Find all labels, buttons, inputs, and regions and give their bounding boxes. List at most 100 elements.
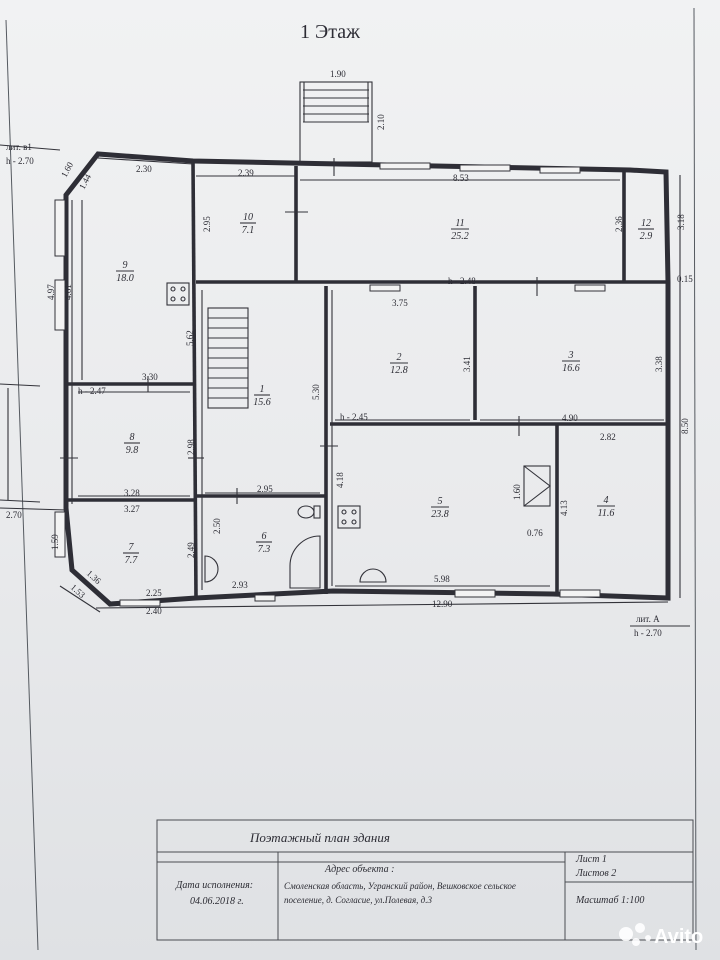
dim-5-30: 5.30 bbox=[311, 384, 321, 400]
dim-1-53: 1.53 bbox=[69, 582, 88, 600]
svg-text:6: 6 bbox=[262, 531, 267, 542]
dim-h-2-48: h - 2.48 bbox=[448, 276, 476, 286]
annotation-lit-a: лит. А bbox=[636, 614, 660, 624]
room-label-9: 9 18.0 bbox=[116, 260, 134, 284]
svg-text:1: 1 bbox=[260, 384, 265, 395]
dim-0-76: 0.76 bbox=[527, 528, 543, 538]
svg-text:4: 4 bbox=[604, 495, 609, 506]
room-label-8: 8 9.8 bbox=[124, 432, 140, 456]
dim-2-93: 2.93 bbox=[232, 580, 248, 590]
dim-porch-depth: 2.10 bbox=[376, 114, 386, 130]
dim-2-39: 2.39 bbox=[238, 168, 254, 178]
avito-watermark-text: Avito bbox=[654, 926, 703, 948]
dim-2-40: 2.40 bbox=[146, 606, 162, 616]
interior-staircase bbox=[207, 307, 249, 409]
dim-4-90: 4.90 bbox=[562, 413, 578, 423]
svg-text:7: 7 bbox=[129, 542, 135, 553]
address-label: Адрес объекта : bbox=[324, 864, 394, 875]
dim-3-75: 3.75 bbox=[392, 298, 408, 308]
dim-2-25: 2.25 bbox=[146, 588, 162, 598]
dim-h-2-47: h - 2.47 bbox=[78, 386, 106, 396]
completion-date: 04.06.2018 г. bbox=[190, 896, 244, 907]
dim-2-49: 2.49 bbox=[186, 542, 196, 558]
svg-text:8: 8 bbox=[130, 432, 135, 443]
sink-icon bbox=[204, 555, 387, 583]
dim-8-53: 8.53 bbox=[453, 173, 469, 183]
kitchen-stove-icon bbox=[337, 505, 361, 529]
dim-1-60: 1.60 bbox=[59, 160, 75, 179]
dim-3-30: 3.30 bbox=[142, 372, 158, 382]
sheet-frame-right bbox=[693, 7, 697, 951]
dim-2-98: 2.98 bbox=[186, 439, 196, 455]
svg-text:3: 3 bbox=[568, 350, 574, 361]
dim-1-60b: 1.60 bbox=[512, 484, 522, 500]
sheet-number: Лист 1 bbox=[575, 854, 607, 865]
interior-walls bbox=[66, 160, 668, 599]
dim-4-18: 4.18 bbox=[335, 472, 345, 488]
dim-2-70: 2.70 bbox=[6, 510, 22, 520]
dim-5-98: 5.98 bbox=[434, 574, 450, 584]
room-label-1: 1 15.6 bbox=[253, 384, 271, 408]
stove-icon bbox=[166, 282, 190, 306]
dim-12-90: 12.90 bbox=[432, 599, 453, 609]
dim-4-97: 4.97 bbox=[46, 284, 56, 300]
room-label-5: 5 23.8 bbox=[431, 496, 449, 520]
dim-4-13: 4.13 bbox=[559, 500, 569, 516]
room-label-2: 2 12.8 bbox=[390, 352, 408, 376]
room-label-3: 3 16.6 bbox=[562, 350, 580, 374]
dim-8-50: 8.50 bbox=[680, 418, 690, 434]
svg-text:7.1: 7.1 bbox=[242, 225, 255, 236]
svg-text:9: 9 bbox=[123, 260, 128, 271]
room-label-6: 6 7.3 bbox=[256, 531, 272, 555]
annotation-h-a: h - 2.70 bbox=[634, 628, 662, 638]
dim-2-30: 2.30 bbox=[136, 164, 152, 174]
room-label-10: 10 7.1 bbox=[240, 212, 256, 236]
dim-0-15: 0.15 bbox=[677, 274, 693, 284]
shower-icon bbox=[289, 535, 321, 589]
outer-wall bbox=[63, 151, 671, 607]
svg-text:2: 2 bbox=[397, 352, 402, 363]
svg-text:5: 5 bbox=[438, 496, 443, 507]
dim-3-18: 3.18 bbox=[676, 214, 686, 230]
left-extension bbox=[0, 383, 67, 511]
svg-text:10: 10 bbox=[243, 212, 253, 223]
svg-text:25.2: 25.2 bbox=[451, 231, 469, 242]
svg-text:16.6: 16.6 bbox=[562, 363, 580, 374]
svg-text:9.8: 9.8 bbox=[126, 445, 139, 456]
dim-porch-width: 1.90 bbox=[330, 69, 346, 79]
annotation-h-b1: h - 2.70 bbox=[6, 156, 34, 166]
dim-3-28: 3.28 bbox=[124, 488, 140, 498]
dim-h-2-45: h - 2.45 bbox=[340, 412, 368, 422]
svg-text:23.8: 23.8 bbox=[431, 509, 449, 520]
svg-text:7.7: 7.7 bbox=[125, 555, 139, 566]
svg-text:11: 11 bbox=[455, 218, 464, 229]
door-marks bbox=[60, 158, 538, 504]
sheet-frame-left bbox=[5, 19, 39, 951]
address-line-2: поселение, д. Согласие, ул.Полевая, д.3 bbox=[284, 895, 432, 905]
dim-2-50: 2.50 bbox=[212, 518, 222, 534]
sheet-count: Листов 2 bbox=[575, 868, 616, 879]
title-block-heading: Поэтажный план здания bbox=[249, 830, 390, 845]
svg-text:11.6: 11.6 bbox=[598, 508, 615, 519]
chimney-icon bbox=[523, 465, 551, 507]
dim-5-62: 5.62 bbox=[185, 330, 195, 346]
windows bbox=[54, 162, 606, 607]
dimension-lines bbox=[0, 144, 690, 627]
dim-2-95: 2.95 bbox=[202, 216, 212, 232]
dim-2-82: 2.82 bbox=[600, 432, 616, 442]
svg-text:7.3: 7.3 bbox=[258, 544, 271, 555]
room-label-4: 4 11.6 bbox=[597, 495, 615, 519]
dim-3-38: 3.38 bbox=[654, 356, 664, 372]
svg-text:12.8: 12.8 bbox=[390, 365, 408, 376]
dim-2-36: 2.36 bbox=[614, 216, 624, 232]
room-label-12: 12 2.9 bbox=[638, 218, 654, 242]
svg-text:2.9: 2.9 bbox=[640, 231, 653, 242]
scale-label: Масштаб 1:100 bbox=[575, 895, 644, 906]
dim-1-59: 1.59 bbox=[50, 534, 60, 550]
toilet-icon bbox=[297, 505, 321, 519]
title-block bbox=[156, 819, 694, 941]
room-label-7: 7 7.7 bbox=[123, 542, 139, 566]
svg-text:12: 12 bbox=[641, 218, 651, 229]
address-line-1: Смоленская область, Угранский район, Веш… bbox=[284, 881, 516, 891]
